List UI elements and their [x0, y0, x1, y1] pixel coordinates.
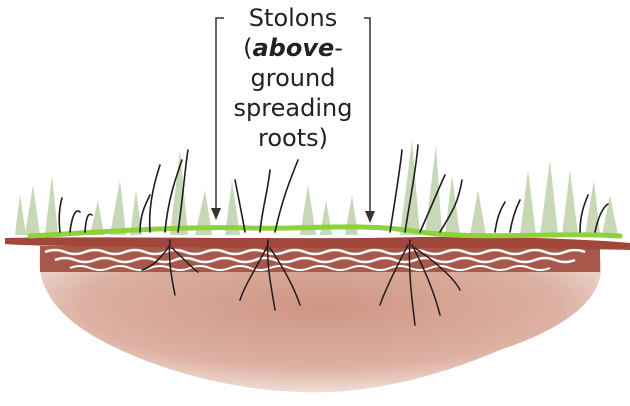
label-line-2: (above- — [216, 33, 370, 63]
label-line-5: roots) — [216, 123, 370, 153]
hyphen: - — [334, 34, 343, 62]
emphasis-above: above — [252, 34, 334, 62]
background-grass — [15, 140, 618, 235]
label-line-4: spreading — [216, 93, 370, 123]
label-line-3: ground — [216, 63, 370, 93]
topsoil-pattern — [40, 246, 600, 272]
stolons-label: Stolons (above- ground spreading roots) — [216, 3, 370, 153]
label-line-1: Stolons — [216, 3, 370, 33]
